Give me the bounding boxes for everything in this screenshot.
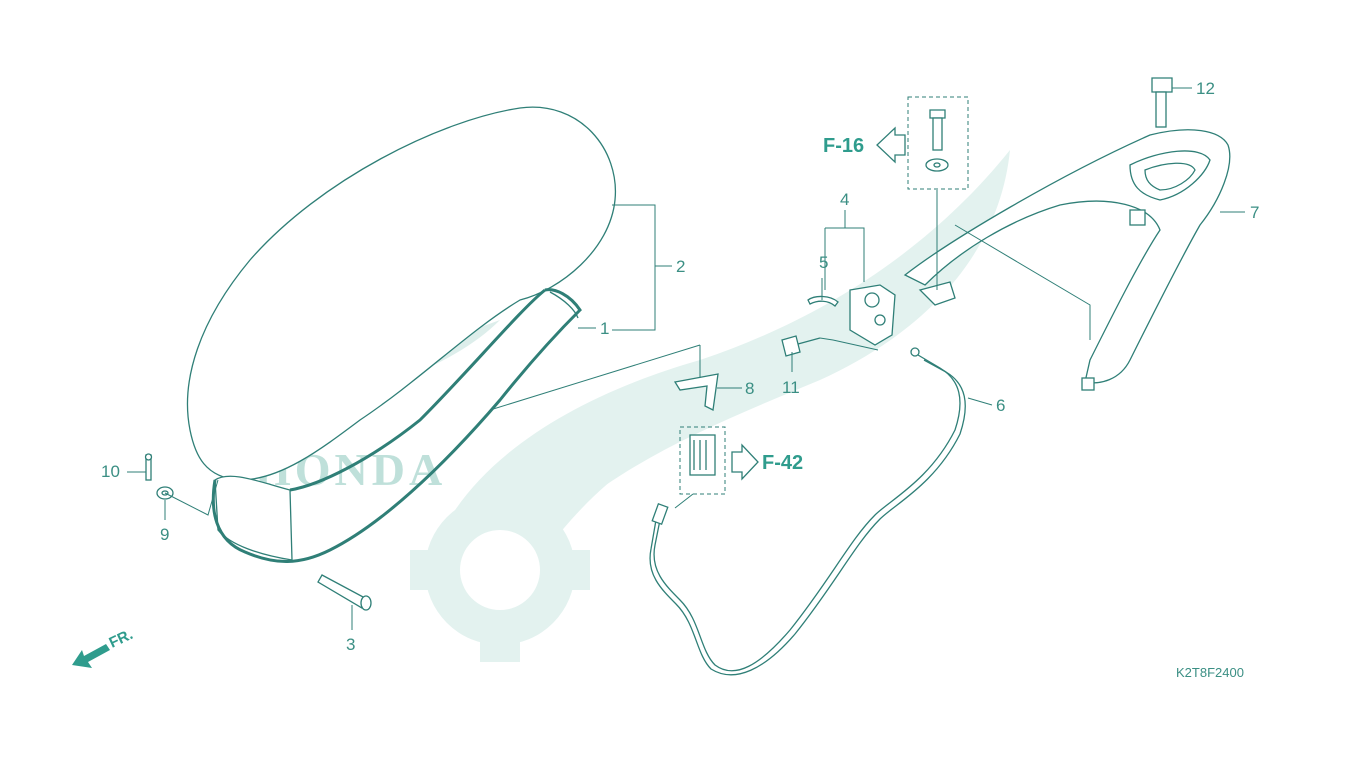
callout-5: 5 — [819, 253, 828, 272]
drawing-code: K2T8F2400 — [1176, 665, 1244, 680]
hinge-pin — [317, 574, 372, 611]
callout-4: 4 — [840, 190, 849, 209]
callout-8: 8 — [745, 379, 754, 398]
leader-lines — [127, 87, 1245, 630]
carrier-bolt — [1151, 77, 1173, 128]
callout-2: 2 — [676, 257, 685, 276]
rear-carrier — [903, 129, 1231, 391]
seat-clip — [144, 453, 153, 481]
callout-3: 3 — [346, 635, 355, 654]
seat-assembly — [186, 106, 617, 563]
seat-bracket — [673, 373, 719, 411]
front-direction-arrow-icon — [72, 644, 110, 668]
seat-lock-cable — [649, 347, 966, 676]
reference-f42[interactable]: F-42 — [762, 452, 803, 474]
callout-1: 1 — [600, 319, 609, 338]
mount-bolt-box — [907, 96, 969, 190]
callout-7: 7 — [1250, 203, 1259, 222]
f16-arrow-icon — [876, 126, 906, 164]
reference-f16[interactable]: F-16 — [823, 135, 864, 157]
f42-arrow-icon — [731, 443, 759, 481]
latch-connector-box — [679, 426, 726, 495]
callout-11: 11 — [782, 378, 800, 397]
seat-lock — [807, 284, 896, 346]
callout-10: 10 — [101, 462, 120, 481]
watermark-logo — [410, 150, 1010, 662]
callout-12: 12 — [1196, 79, 1215, 98]
callout-6: 6 — [996, 396, 1005, 415]
lock-bolt — [781, 335, 821, 357]
front-direction-label: FR. — [107, 626, 136, 652]
callout-9: 9 — [160, 525, 169, 544]
